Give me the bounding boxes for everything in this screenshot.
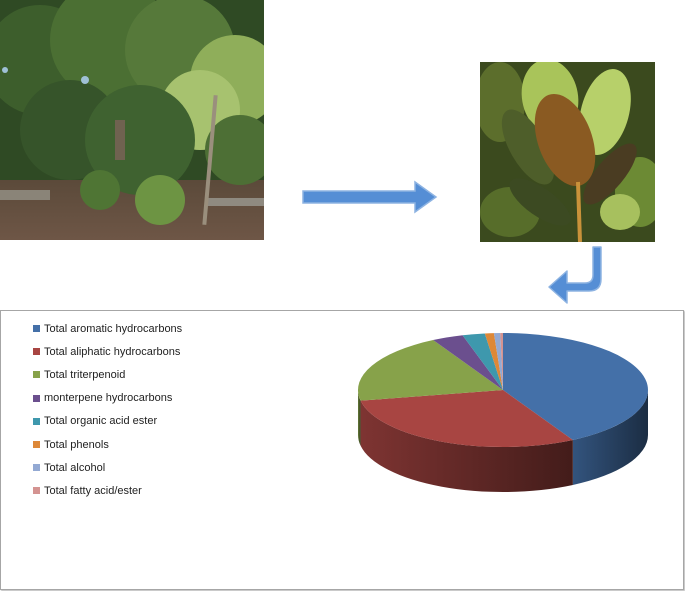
legend-label: Total triterpenoid bbox=[44, 368, 126, 381]
legend-item: Total aliphatic hydrocarbons bbox=[33, 340, 182, 363]
right-arrow-icon bbox=[301, 180, 439, 219]
legend-item: Total fatty acid/ester bbox=[33, 479, 182, 502]
legend-swatch bbox=[33, 371, 40, 379]
legend-label: Total alcohol bbox=[44, 461, 106, 474]
return-arrow-icon bbox=[545, 245, 613, 314]
pie-slice bbox=[503, 333, 648, 440]
legend-swatch bbox=[33, 417, 40, 425]
pie-slice bbox=[462, 333, 503, 390]
legend-label: Total phenols bbox=[44, 438, 109, 451]
pie-side bbox=[572, 390, 648, 485]
legend-label: Total fatty acid/ester bbox=[44, 484, 142, 497]
pie-slice bbox=[433, 335, 503, 390]
legend-item: Total alcohol bbox=[33, 456, 182, 479]
pie-side bbox=[358, 390, 361, 446]
pie-slice bbox=[360, 390, 573, 447]
tree-photo bbox=[0, 0, 264, 240]
legend-item: Total organic acid ester bbox=[33, 410, 182, 433]
legend-swatch bbox=[33, 325, 40, 333]
pie-slice bbox=[484, 333, 503, 390]
legend-item: Total aromatic hydrocarbons bbox=[33, 317, 182, 340]
legend-swatch bbox=[33, 441, 40, 449]
legend-item: Total phenols bbox=[33, 433, 182, 456]
legend-swatch bbox=[33, 487, 40, 495]
pie-side bbox=[360, 400, 573, 492]
pie-slice bbox=[500, 333, 503, 390]
legend-label: monterpene hydrocarbons bbox=[44, 392, 173, 405]
legend-swatch bbox=[33, 348, 40, 356]
legend-swatch bbox=[33, 394, 40, 402]
legend-item: monterpene hydrocarbons bbox=[33, 387, 182, 410]
pie-slice bbox=[358, 340, 503, 401]
legend-item: Total triterpenoid bbox=[33, 363, 182, 386]
legend-label: Total aliphatic hydrocarbons bbox=[44, 345, 181, 358]
pie-slice bbox=[493, 333, 503, 390]
legend-label: Total aromatic hydrocarbons bbox=[44, 322, 183, 335]
leaf-photo bbox=[480, 62, 655, 242]
legend-label: Total organic acid ester bbox=[44, 415, 158, 428]
chart-legend: Total aromatic hydrocarbons Total alipha… bbox=[33, 317, 182, 503]
pie-chart bbox=[350, 325, 660, 515]
legend-swatch bbox=[33, 464, 40, 472]
